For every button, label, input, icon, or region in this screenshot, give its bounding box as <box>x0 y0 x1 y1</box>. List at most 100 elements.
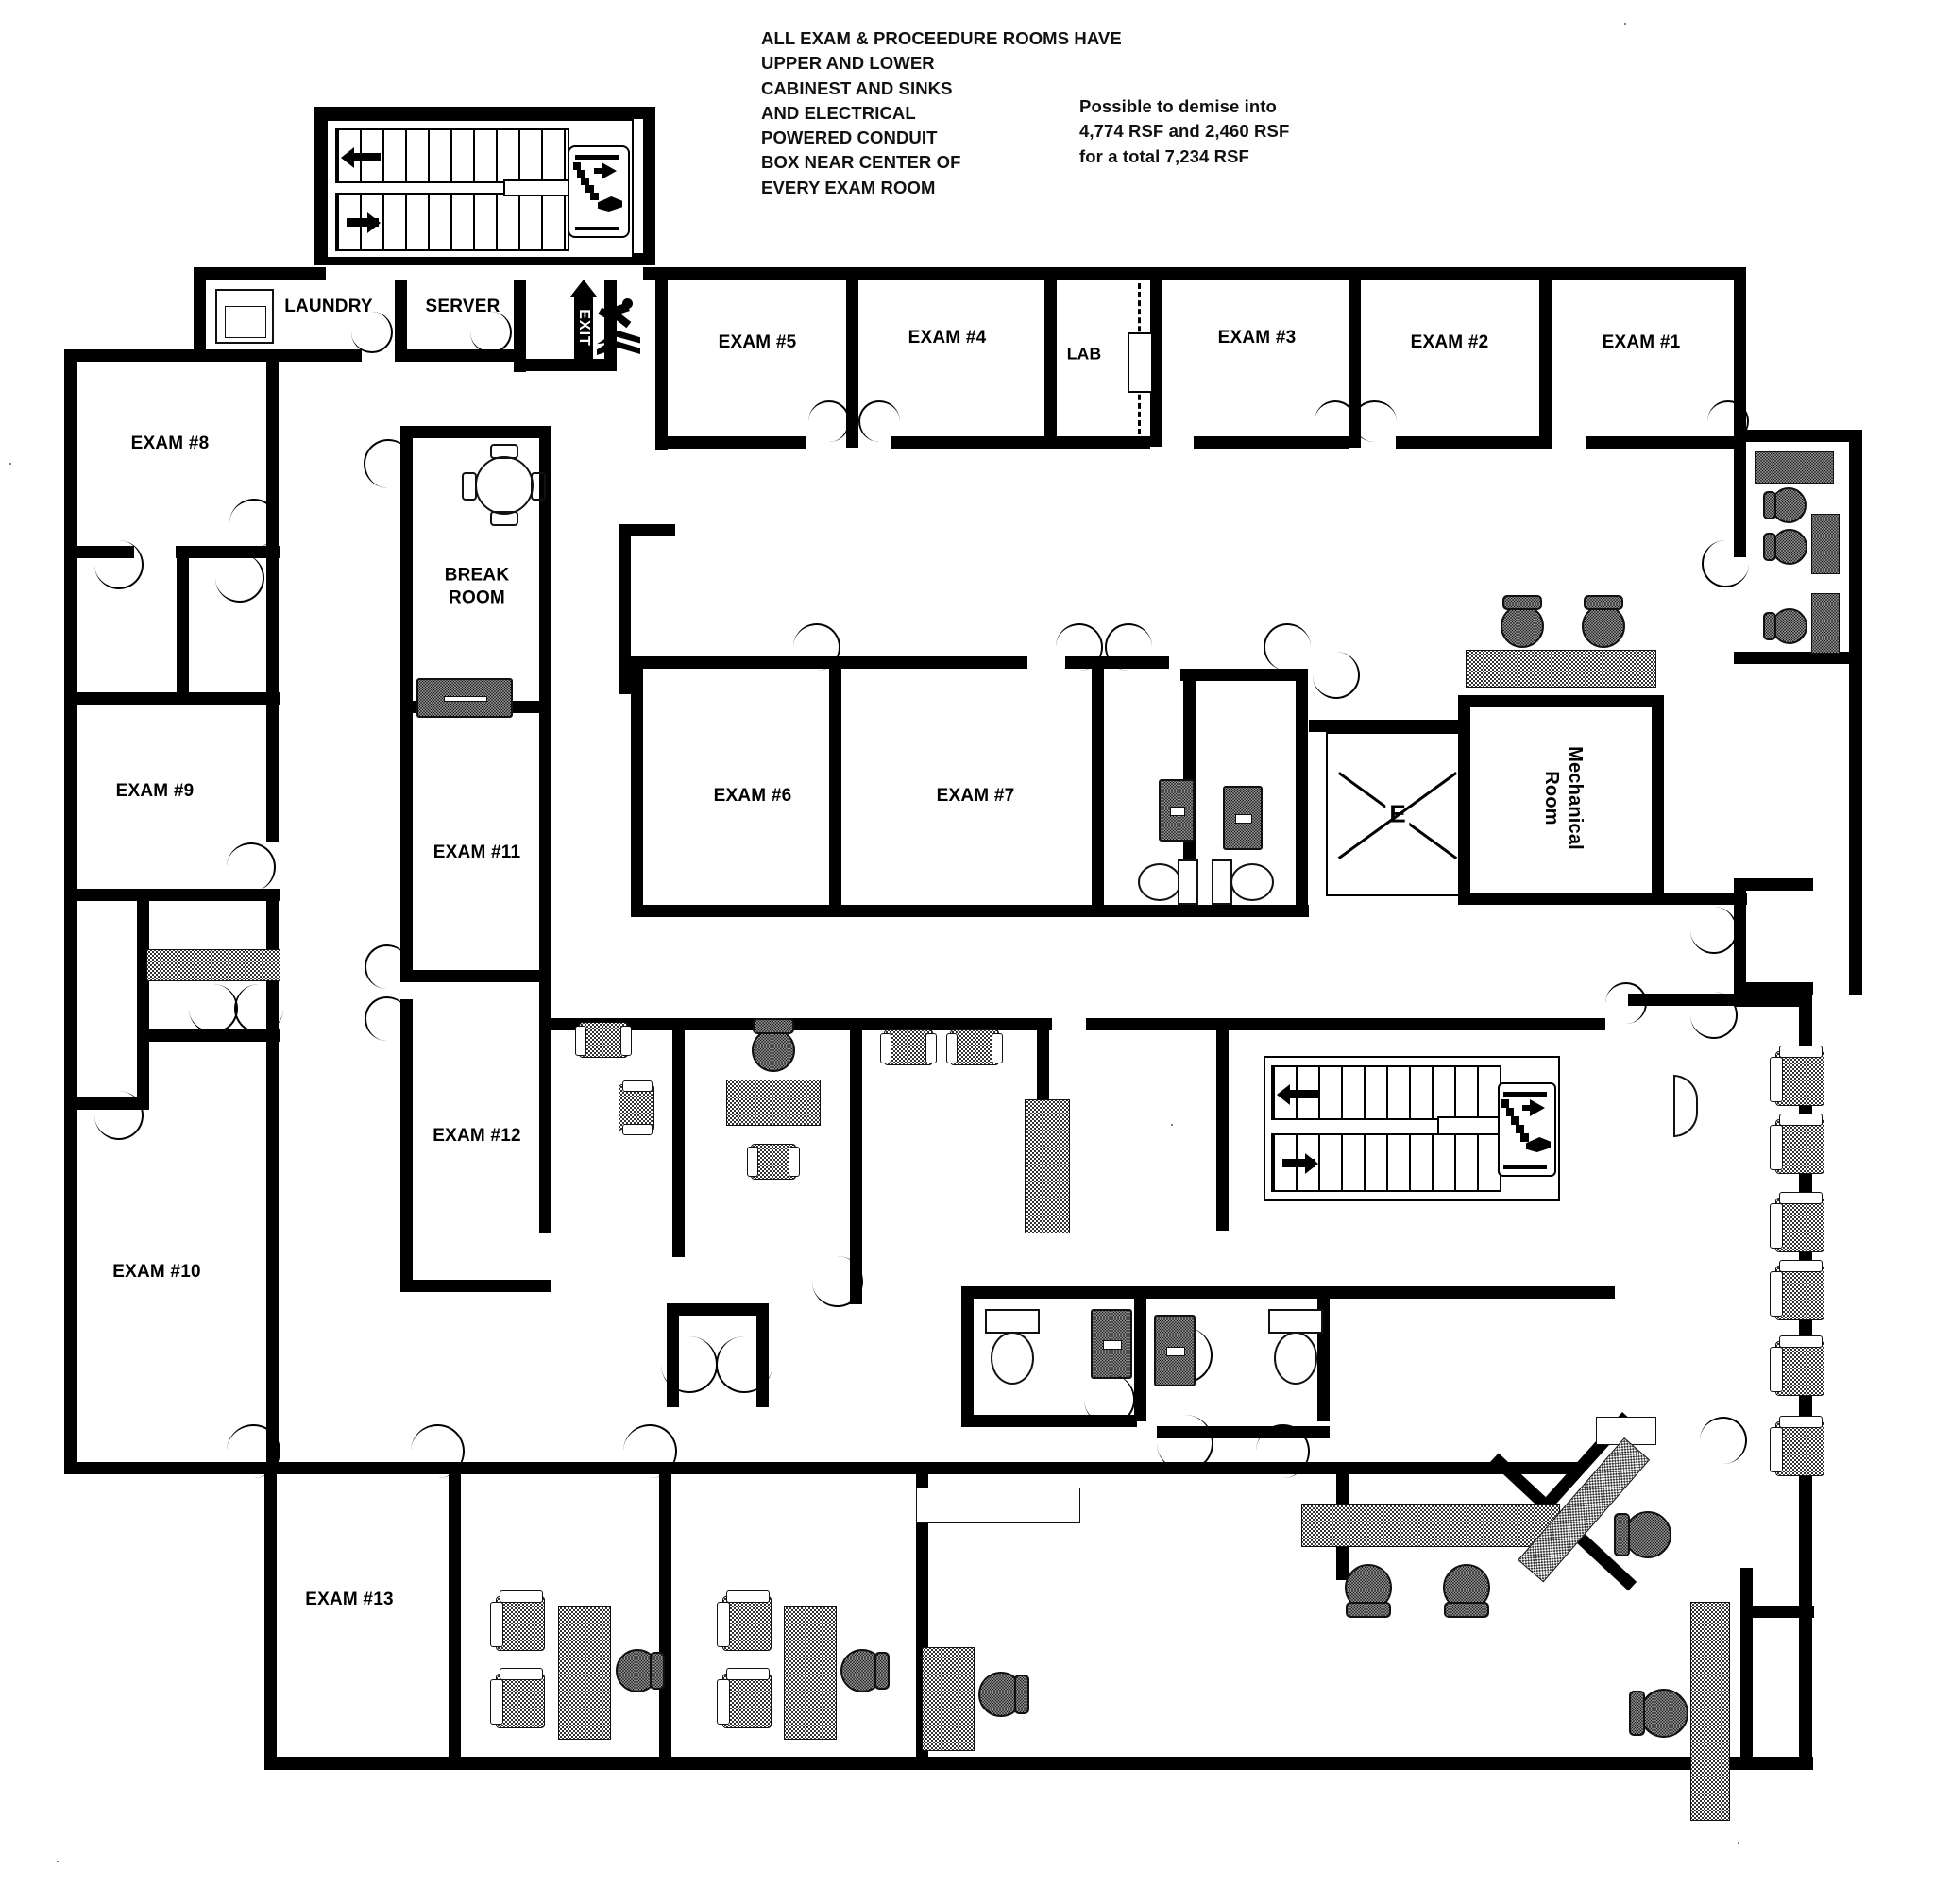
washer-dryer-icon <box>215 289 274 344</box>
waiting-chair-2 <box>1770 1114 1824 1174</box>
wall-stair-top <box>314 107 655 119</box>
wall-exam4-bottom <box>891 436 1047 449</box>
office-b-task-chair <box>840 1649 890 1692</box>
stairwell-north <box>326 119 634 259</box>
office-b-chair-2 <box>717 1668 772 1728</box>
waiting-chair-6 <box>1770 1416 1824 1476</box>
wall-lower-restroom-div <box>1134 1299 1146 1421</box>
wall-right-step-2 <box>1734 878 1813 891</box>
door-mech-corridor <box>1313 652 1360 699</box>
wall-top-main-right <box>643 267 1746 280</box>
stair-direction-arrow <box>602 162 617 179</box>
wall-top-main-left <box>194 267 326 280</box>
workroom-chair-2 <box>1763 529 1807 565</box>
door-exam10 <box>94 1091 144 1140</box>
wall-laundry-server-bottom <box>206 349 362 362</box>
wall-closet-mid <box>177 546 189 692</box>
door-exam7 <box>1056 623 1103 671</box>
wall-right-nurse-top <box>1734 430 1862 442</box>
wall-exam9-bottom <box>77 889 280 901</box>
wall-elev-top <box>1309 720 1469 732</box>
door-exam1 <box>1707 400 1749 442</box>
wall-bottom-left-vert <box>264 1462 277 1770</box>
door-exam5 <box>808 400 850 442</box>
door-break-room <box>364 439 413 488</box>
stair-south-direction-arrow <box>1530 1099 1545 1116</box>
office-b-chair-1 <box>717 1590 772 1651</box>
door-corridor-right-a <box>1700 1417 1747 1464</box>
armchair-lobby-3 <box>747 1144 800 1180</box>
waiting-chair-4 <box>1770 1260 1824 1320</box>
wall-exam11-bottom <box>400 970 551 982</box>
wall-exam12-bottom <box>400 1280 551 1292</box>
door-exam3 <box>1352 400 1397 442</box>
room-label-laundry: LAUNDRY <box>284 297 373 316</box>
wall-exam12-left <box>400 999 413 1292</box>
wall-reception-right-stub <box>1740 1606 1814 1618</box>
toilet-restroom-mid-a <box>1138 859 1200 905</box>
running-person-icon <box>597 298 635 331</box>
wall-lower-restroom-top <box>961 1286 1169 1299</box>
wall-lower-band-top-right <box>1086 1018 1605 1030</box>
nurse-chair-b <box>1582 595 1625 648</box>
door-exam6 <box>793 623 840 671</box>
workroom-chair-3 <box>1763 608 1807 644</box>
wall-lower-restroom-top-b <box>1143 1286 1615 1299</box>
workroom-counter-mid <box>1811 514 1840 574</box>
room-label-exam2: EXAM #2 <box>1410 332 1489 352</box>
door-exam12 <box>365 996 409 1041</box>
reception-counter-right <box>1690 1602 1730 1821</box>
nurse-chair-a <box>1501 595 1544 648</box>
wall-exam5-left <box>655 280 668 450</box>
door-exam13 <box>227 1424 280 1478</box>
wall-stair-right <box>643 107 655 265</box>
room-label-exam12: EXAM #12 <box>433 1126 521 1146</box>
wall-corridor-left-vert <box>137 901 149 1109</box>
office-b-desk <box>784 1606 837 1740</box>
armchair-lobby-5 <box>946 1029 1003 1065</box>
break-room-sink <box>416 678 513 718</box>
wall-lab-exam3 <box>1150 267 1162 447</box>
wall-break-right <box>539 426 551 712</box>
office-a-task-chair <box>616 1649 665 1692</box>
wall-corridor-north-2 <box>619 524 675 536</box>
room-label-break-room: BREAK ROOM <box>444 565 510 607</box>
lobby-table-center <box>726 1080 821 1126</box>
wall-exam4-lab <box>1044 267 1057 447</box>
wall-left-upper-vert <box>194 267 206 362</box>
room-label-exam9: EXAM #9 <box>115 781 195 801</box>
wall-exam13-right <box>449 1474 461 1762</box>
door-exam8-b <box>229 499 279 548</box>
note-exam-room-requirements: ALL EXAM & PROCEEDURE ROOMS HAVE UPPER A… <box>761 28 1122 197</box>
wall-corridor-right-stub-b <box>1228 1462 1269 1474</box>
door-closet-b <box>234 984 283 1033</box>
wall-mech-bottom <box>1458 892 1664 905</box>
reception-chair-1 <box>1345 1564 1392 1618</box>
wall-left-exterior <box>64 349 77 1473</box>
wall-exam6-left <box>631 669 643 907</box>
wall-right-step-1 <box>1734 878 1746 996</box>
wall-lobby-div-4 <box>1216 1030 1229 1231</box>
wall-server-right <box>514 280 526 372</box>
room-label-exam5: EXAM #5 <box>718 332 797 352</box>
office-c-task-chair <box>978 1672 1029 1717</box>
wall-exam3-exam2 <box>1349 280 1361 448</box>
wall-restroom-right <box>1296 669 1308 905</box>
reception-chair-2 <box>1443 1564 1490 1618</box>
door-laundry <box>351 312 393 353</box>
door-exam11 <box>365 944 409 989</box>
break-room-table <box>475 456 534 515</box>
wall-right-exterior-upper <box>1734 267 1746 433</box>
wall-lobby-div-2 <box>850 1030 862 1304</box>
reception-counter-long <box>1301 1504 1560 1547</box>
wall-left-upper-return <box>64 349 206 362</box>
wall-exam6-exam7 <box>829 669 841 907</box>
workroom-counter-top <box>1755 451 1834 484</box>
wall-bottom-exterior <box>264 1757 1738 1770</box>
wall-lab-bottom <box>1044 436 1150 449</box>
toilet-restroom-mid-b <box>1212 859 1274 905</box>
wall-exam7-right <box>1092 669 1104 905</box>
door-corridor-right-b <box>1690 907 1738 954</box>
door-office-b <box>623 1424 677 1478</box>
office-a-chair-1 <box>490 1590 545 1651</box>
